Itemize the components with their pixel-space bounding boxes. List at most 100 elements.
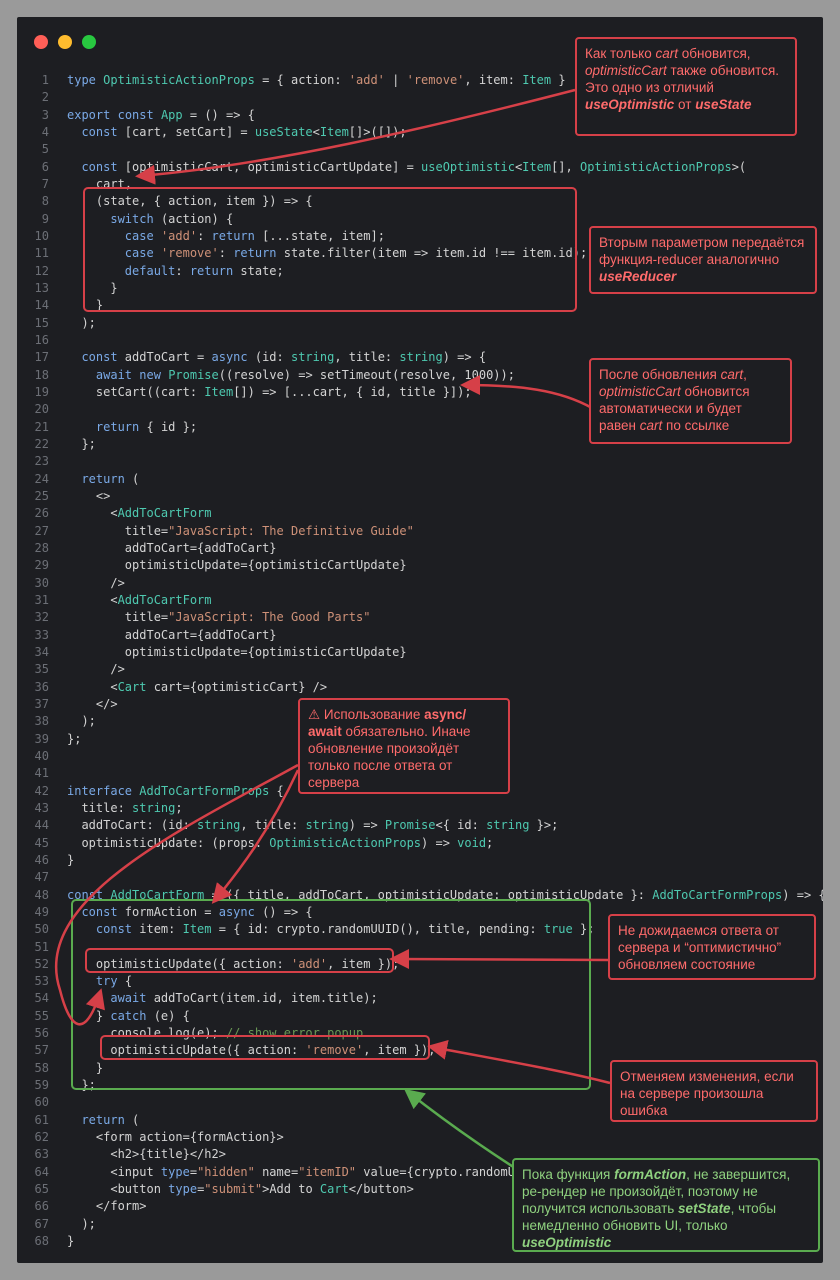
code-line: 40	[17, 748, 823, 765]
note-text: , не завершится, ре-рендер не произойдёт…	[522, 1167, 791, 1216]
code-text: </form>	[67, 1199, 147, 1214]
code-text: export const App = () => {	[67, 107, 255, 122]
code-text: addToCart={addToCart}	[67, 627, 277, 642]
code-line: 51	[17, 939, 823, 956]
code-line: 66 </form>	[17, 1198, 823, 1215]
line-number: 64	[34, 1164, 49, 1179]
code-line: 54 await addToCart(item.id, item.title);	[17, 990, 823, 1007]
code-text: title: string;	[67, 800, 183, 815]
code-text: cart,	[67, 176, 133, 191]
code-line: 8 (state, { action, item }) => {	[17, 193, 823, 210]
note-text: обновится,	[678, 46, 751, 61]
note-text: optimisticCart	[585, 63, 667, 78]
line-number: 54	[34, 991, 49, 1006]
note-text: cart	[655, 46, 679, 61]
code-text: } catch (e) {	[67, 1008, 190, 1023]
line-number: 52	[34, 956, 49, 971]
note-text: formAction	[614, 1167, 687, 1182]
note-text: useReducer	[599, 269, 677, 284]
code-text: };	[67, 1078, 96, 1093]
line-number: 53	[34, 974, 49, 989]
note-after-update: После обновления cart, optimisticCart об…	[589, 358, 792, 444]
code-line: 45 optimisticUpdate: (props: OptimisticA…	[17, 835, 823, 852]
line-number: 40	[34, 748, 49, 763]
code-line: 29 optimisticUpdate={optimisticCartUpdat…	[17, 557, 823, 574]
code-text: <form action={formAction}>	[67, 1130, 284, 1145]
line-number: 61	[34, 1112, 49, 1127]
code-text: <button type="submit">Add to Cart</butto…	[67, 1182, 414, 1197]
line-number: 28	[34, 540, 49, 555]
code-text: const AddToCartForm = ({ title, addToCar…	[67, 887, 823, 902]
line-number: 18	[34, 367, 49, 382]
maximize-window-icon[interactable]	[82, 35, 96, 49]
code-line: 20	[17, 401, 823, 418]
code-line: 37 </>	[17, 696, 823, 713]
code-line: 15 );	[17, 315, 823, 332]
line-number: 2	[41, 90, 49, 105]
code-line: 5	[17, 141, 823, 158]
close-window-icon[interactable]	[34, 35, 48, 49]
code-text: addToCart={addToCart}	[67, 540, 277, 555]
line-number: 7	[41, 176, 49, 191]
code-text: optimisticUpdate({ action: 'add', item }…	[67, 956, 400, 971]
code-line: 60	[17, 1094, 823, 1111]
note-text: setState	[678, 1201, 731, 1216]
code-text: />	[67, 575, 125, 590]
line-number: 63	[34, 1147, 49, 1162]
code-line: 67 );	[17, 1216, 823, 1233]
code-text: }	[67, 852, 75, 867]
warning-icon: ⚠	[308, 707, 321, 722]
code-line: 32 title="JavaScript: The Good Parts"	[17, 609, 823, 626]
line-number: 23	[34, 454, 49, 469]
line-number: 1	[41, 73, 49, 87]
code-line: 34 optimisticUpdate={optimisticCartUpdat…	[17, 644, 823, 661]
code-line: 14 }	[17, 297, 823, 314]
line-number: 4	[41, 124, 49, 139]
note-text: Вторым параметром передаётся функция-red…	[599, 235, 805, 267]
note-text: обновится автоматически и будет равен	[599, 384, 750, 433]
line-number: 38	[34, 714, 49, 729]
line-number: 37	[34, 696, 49, 711]
note-text: от	[674, 97, 696, 112]
code-text: console.log(e); // show error popup	[67, 1026, 364, 1041]
line-number: 10	[34, 228, 49, 243]
minimize-window-icon[interactable]	[58, 35, 72, 49]
line-number: 19	[34, 384, 49, 399]
line-number: 43	[34, 800, 49, 815]
note-text: также обновится. Это одно из отличий	[585, 63, 780, 95]
note-text: Как только	[585, 46, 656, 61]
note-text: Пока функция	[522, 1167, 615, 1182]
code-text: }	[67, 298, 104, 313]
line-number: 9	[41, 211, 49, 226]
line-number: 16	[34, 332, 49, 347]
code-line: 35 />	[17, 661, 823, 678]
note-text: optimisticCart	[599, 384, 681, 399]
code-text: const item: Item = { id: crypto.randomUU…	[95, 922, 595, 937]
code-text: <Cart cart={optimisticCart} />	[67, 679, 328, 694]
code-text: return { id };	[95, 419, 198, 434]
code-line: 11 case 'remove': return state.filter(it…	[17, 245, 823, 262]
note-text: Использование	[320, 707, 425, 722]
code-text: const [cart, setCart] = useState<Item[]>…	[81, 124, 407, 139]
code-text: );	[67, 1216, 96, 1231]
code-text: </>	[67, 696, 118, 711]
note-text: обязательно. Иначе обновление произойдёт…	[308, 724, 471, 790]
code-text: optimisticUpdate={optimisticCartUpdate}	[67, 558, 407, 573]
code-line: 41	[17, 765, 823, 782]
code-line: 38 );	[17, 713, 823, 730]
code-line: 28 addToCart={addToCart}	[17, 540, 823, 557]
line-number: 30	[34, 575, 49, 590]
line-number: 44	[34, 818, 49, 833]
code-text: const addToCart = async (id: string, tit…	[81, 350, 487, 365]
code-line: 30 />	[17, 575, 823, 592]
code-text: addToCart: (id: string, title: string) =…	[67, 818, 559, 833]
code-text: );	[67, 315, 96, 330]
note-cart-update: Как только cart обновится, optimisticCar…	[575, 37, 797, 136]
code-line: 19 setCart((cart: Item[]) => [...cart, {…	[17, 384, 823, 401]
line-number: 36	[34, 679, 49, 694]
note-text: , чтобы немедленно обновить UI, только	[522, 1201, 777, 1233]
code-text: return (	[81, 1112, 140, 1127]
line-number: 6	[41, 159, 49, 174]
line-number: 33	[34, 627, 49, 642]
